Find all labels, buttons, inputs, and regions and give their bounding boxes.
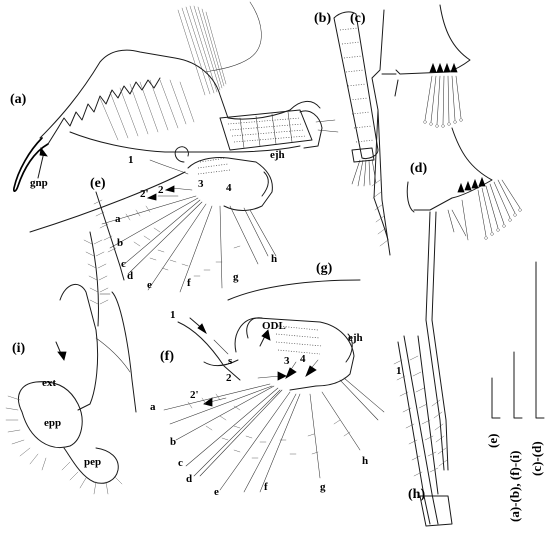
- label-s: s: [228, 355, 233, 367]
- label-ext: ext: [42, 377, 56, 389]
- panel-label-f: (f): [160, 349, 174, 364]
- e-num-3: 3: [198, 178, 204, 190]
- f-seta-g: g: [320, 481, 326, 493]
- scale-bar-f-i: [513, 351, 523, 419]
- e-seta-b: b: [117, 237, 123, 249]
- panel-i-drawing: [5, 231, 137, 495]
- panel-label-g: (g): [316, 261, 333, 276]
- panel-label-h: (h): [408, 487, 425, 502]
- e-num-1: 1: [128, 154, 134, 166]
- scale-bars: [491, 261, 545, 419]
- scale-label-f-i: (a)-(b), (f)-(i): [507, 451, 522, 522]
- label-ejh-f: ejh: [348, 332, 363, 344]
- e-seta-f: f: [187, 277, 191, 289]
- label-pep: pep: [84, 456, 101, 468]
- e-seta-g: g: [233, 271, 239, 283]
- panel-label-d: (d): [410, 161, 427, 176]
- f-num-4: 4: [300, 353, 306, 365]
- e-num-2prime: 2': [140, 188, 149, 200]
- e-seta-c: c: [121, 258, 126, 270]
- panel-label-b: (b): [314, 11, 331, 26]
- f-seta-a: a: [150, 401, 156, 413]
- panel-c-drawing: [371, 4, 471, 256]
- panel-label-a: (a): [10, 92, 27, 107]
- scale-bar-c-d: [535, 261, 545, 419]
- panel-label-c: (c): [350, 11, 366, 26]
- panel-f-drawing: [163, 317, 385, 493]
- panel-label-e: (e): [90, 176, 106, 191]
- f-seta-h: h: [362, 455, 368, 467]
- scale-label-e: (e): [485, 434, 500, 448]
- scale-bar-e: [491, 377, 501, 419]
- label-ejh-e: ejh: [270, 149, 285, 161]
- h-num-1: 1: [396, 365, 402, 377]
- e-num-4: 4: [226, 182, 232, 194]
- f-num-2prime: 2': [190, 389, 199, 401]
- f-seta-c: c: [178, 457, 183, 469]
- e-seta-d: d: [127, 270, 133, 282]
- panel-e-drawing: [29, 146, 277, 293]
- f-seta-b: b: [170, 436, 176, 448]
- f-seta-e: e: [214, 486, 219, 498]
- e-seta-e: e: [147, 279, 152, 291]
- panel-h-drawing: [393, 335, 453, 527]
- scale-label-c-d: (c)-(d): [529, 441, 544, 476]
- label-gnp: gnp: [30, 177, 48, 189]
- panel-b-drawing: [333, 11, 379, 187]
- panel-a-drawing: [12, 1, 339, 192]
- e-seta-a: a: [115, 213, 121, 225]
- e-seta-h: h: [271, 253, 277, 265]
- panel-label-i: (i): [12, 341, 26, 356]
- label-odl: ODL: [262, 320, 286, 332]
- f-seta-f: f: [264, 481, 268, 493]
- f-seta-d: d: [186, 473, 192, 485]
- f-num-3: 3: [284, 355, 290, 367]
- panel-d-drawing: [406, 127, 522, 471]
- f-num-1: 1: [170, 309, 176, 321]
- f-num-2: 2: [226, 372, 232, 384]
- e-num-2: 2: [158, 184, 164, 196]
- label-epp: epp: [44, 417, 61, 429]
- panel-g-drawing: [227, 279, 361, 301]
